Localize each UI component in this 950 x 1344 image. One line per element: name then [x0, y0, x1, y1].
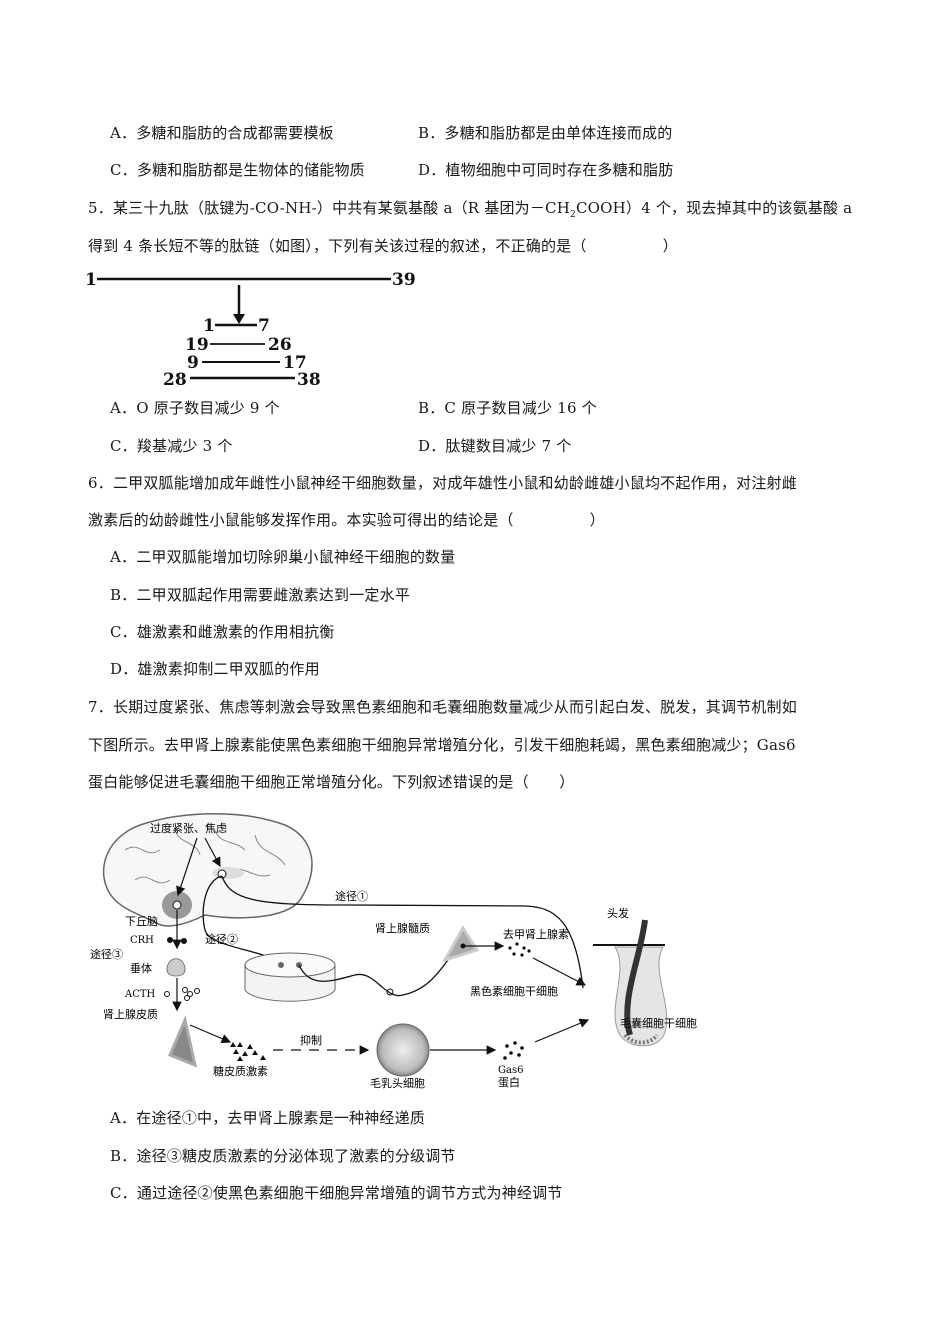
svg-text:1: 1: [203, 316, 215, 336]
q6-option-b: B．二甲双胍起作用需要雌激素达到一定水平: [110, 586, 411, 604]
svg-text:26: 26: [268, 335, 292, 355]
q6-option-c: C．雄激素和雌激素的作用相抗衡: [110, 623, 335, 641]
svg-text:途径②: 途径②: [205, 932, 238, 946]
q6-stem-line2: 激素后的幼龄雌性小鼠能够发挥作用。本实验可得出的结论是（ ）: [88, 511, 605, 529]
svg-text:7: 7: [258, 316, 270, 336]
svg-text:ACTH: ACTH: [124, 989, 156, 1000]
svg-text:毛囊细胞干细胞: 毛囊细胞干细胞: [620, 1016, 697, 1030]
q5-stem-line2: 得到 4 条长短不等的肽链（如图），下列有关该过程的叙述，不正确的是（ ）: [88, 237, 678, 255]
q4-option-d: D．植物细胞中可同时存在多糖和脂肪: [418, 161, 674, 179]
svg-text:39: 39: [392, 270, 416, 290]
svg-text:28: 28: [163, 370, 187, 390]
svg-text:1: 1: [85, 270, 97, 290]
hair-follicle-icon: [593, 919, 668, 1047]
stress-hair-regulation-diagram: 过度紧张、焦虑 下丘脑 CRH 途径③ 垂体 ACTH 肾上腺皮质 糖皮质激素 …: [90, 813, 697, 1090]
svg-text:17: 17: [283, 353, 307, 373]
q7-stem-line1: 7．长期过度紧张、焦虑等刺激会导致黑色素细胞和毛囊细胞数量减少从而引起白发、脱发…: [88, 698, 797, 716]
q7-option-c: C．通过途径②使黑色素细胞干细胞异常增殖的调节方式为神经调节: [110, 1184, 563, 1202]
svg-text:过度紧张、焦虑: 过度紧张、焦虑: [150, 821, 227, 835]
svg-text:肾上腺髓质: 肾上腺髓质: [375, 921, 430, 935]
svg-text:途径①: 途径①: [335, 889, 368, 903]
q7-stem-line3: 蛋白能够促进毛囊细胞干细胞正常增殖分化。下列叙述错误的是（ ）: [88, 773, 575, 791]
svg-text:CRH: CRH: [130, 935, 154, 946]
svg-text:垂体: 垂体: [130, 961, 152, 975]
svg-text:Gas6: Gas6: [498, 1065, 523, 1076]
q6-option-d: D．雄激素抑制二甲双胍的作用: [110, 660, 320, 678]
q4-option-b: B．多糖和脂肪都是由单体连接而成的: [418, 124, 673, 142]
q7-option-a: A．在途径①中，去甲肾上腺素是一种神经递质: [110, 1109, 426, 1127]
q5-option-a: A．O 原子数目减少 9 个: [110, 399, 280, 417]
svg-text:下丘脑: 下丘脑: [125, 915, 158, 928]
svg-text:抑制: 抑制: [300, 1033, 322, 1047]
svg-text:19: 19: [185, 335, 209, 355]
svg-text:毛乳头细胞: 毛乳头细胞: [370, 1077, 425, 1090]
spinal-cord-icon: [244, 952, 336, 1002]
brain-icon: [102, 813, 313, 927]
q4-option-c: C．多糖和脂肪都是生物体的储能物质: [110, 161, 365, 179]
svg-text:去甲肾上腺素: 去甲肾上腺素: [503, 927, 569, 941]
q5-stem-line1: 5．某三十九肽（肽键为-CO-NH-）中共有某氨基酸 a（R 基团为－CH2CO…: [88, 199, 853, 220]
peptide-chain-diagram: 1 39 1 7 19 26 9 17 28 38: [85, 270, 416, 390]
svg-text:黑色素细胞干细胞: 黑色素细胞干细胞: [470, 984, 558, 998]
q5-option-b: B．C 原子数目减少 16 个: [418, 399, 597, 417]
svg-text:9: 9: [187, 353, 199, 373]
svg-text:肾上腺皮质: 肾上腺皮质: [103, 1007, 158, 1021]
q6-option-a: A．二甲双胍能增加切除卵巢小鼠神经干细胞的数量: [110, 548, 456, 566]
svg-text:蛋白: 蛋白: [498, 1075, 520, 1089]
q7-option-b: B．途径③糖皮质激素的分泌体现了激素的分级调节: [110, 1147, 456, 1165]
q5-option-d: D．肽键数目减少 7 个: [418, 437, 572, 455]
svg-text:途径③: 途径③: [90, 947, 123, 961]
q5-option-c: C．羧基减少 3 个: [110, 437, 233, 455]
svg-text:38: 38: [297, 370, 321, 390]
svg-text:糖皮质激素: 糖皮质激素: [213, 1064, 268, 1078]
svg-text:头发: 头发: [607, 906, 629, 920]
q4-option-a: A．多糖和脂肪的合成都需要模板: [110, 124, 334, 142]
q7-stem-line2: 下图所示。去甲肾上腺素能使黑色素细胞干细胞异常增殖分化，引发干细胞耗竭，黑色素细…: [88, 736, 796, 754]
q6-stem-line1: 6．二甲双胍能增加成年雌性小鼠神经干细胞数量，对成年雄性小鼠和幼龄雌雄小鼠均不起…: [88, 474, 797, 492]
